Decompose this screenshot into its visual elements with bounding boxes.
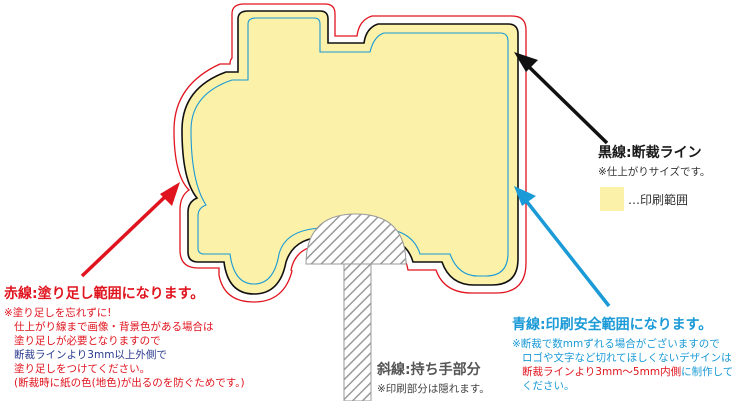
hatch-note: ※印刷部分は隠れます。 [377,383,490,395]
blue-line-note-3-emphasis: 断裁ラインより3mm〜5mm内側 [522,366,682,378]
hatch-title: 斜線:持ち手部分 [377,362,481,378]
handle-stick [343,261,372,401]
handle-dome [305,213,407,265]
red-line-note-5: 塗り足しをつけてください。 [14,363,151,375]
arrow-black [514,52,609,145]
black-line-title: 黒線:断裁ライン [598,145,702,161]
red-line-note-6: (断裁時に紙の色(地色)が出るのを防ぐためです。) [14,377,245,389]
red-line-title: 赤線:塗り足し範囲になります。 [4,286,205,302]
trim-line-black [181,10,519,295]
print-area-swatch [600,187,624,211]
arrow-blue [514,186,611,308]
arrow-red [80,182,180,278]
blue-line-note-1: ※断裁で数mmずれる場合がございますので [512,338,720,350]
blue-line-note-3: 断裁ラインより3mm〜5mm内側に制作して [522,365,733,379]
red-line-note-3: 塗り足しが必要となりますので [14,335,161,347]
red-line-note-2: 仕上がり線まで画像・背景色がある場合は [14,321,214,333]
red-line-note-1: ※塗り足しを忘れずに! [4,307,112,319]
print-area-label: …印刷範囲 [628,193,689,207]
safe-line-blue [190,17,509,285]
bleed-line-red [173,3,527,303]
blue-line-note-4: ください。 [522,380,575,392]
blue-line-note-2: ロゴや文字など切れてほしくないデザインは [522,352,732,364]
blue-line-note-3-rest: に制作して [681,366,734,378]
black-line-note: ※仕上がりサイズです。 [598,166,711,178]
red-line-note-4: 断裁ラインより3mm以上外側で [14,349,167,361]
blue-line-title: 青線:印刷安全範囲になります。 [512,317,713,333]
